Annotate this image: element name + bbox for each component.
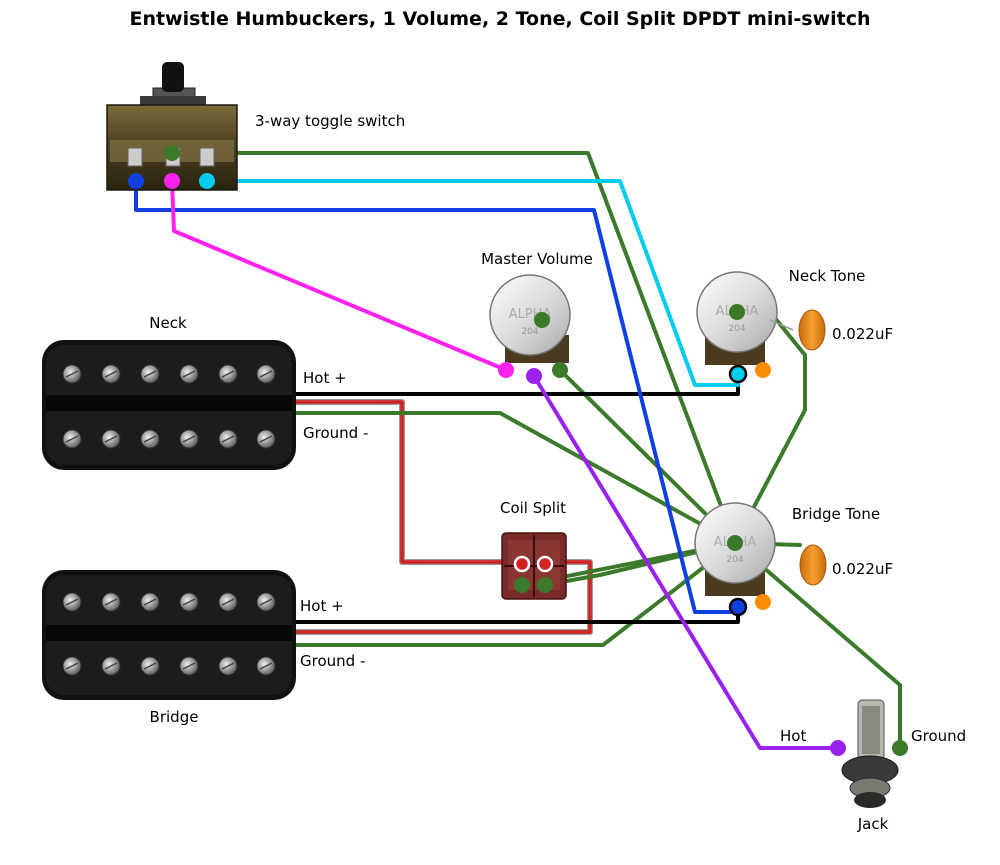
neck-humbucker: [42, 340, 296, 470]
volume-center-dot: [534, 312, 550, 328]
jack-ground-wire: [733, 541, 902, 750]
neck-pole-slot-1-4: [182, 370, 196, 378]
bridge-hot-wire: [294, 605, 740, 624]
split-lug2-dot: [536, 555, 554, 573]
bridge-pole-slot-2-1: [65, 662, 79, 670]
toggle-volume-wire: [170, 179, 508, 372]
neck-pole-slot-1-1: [65, 370, 79, 378]
bridge-pole-slot-1-3: [143, 598, 157, 606]
neck-tone-label: Neck Tone: [789, 267, 866, 285]
neck-tone-lug2-dot: [728, 364, 748, 384]
bridge-humbucker: [42, 570, 296, 700]
coil-split-switch: [501, 532, 567, 600]
neck-ground-label: Ground -: [303, 424, 368, 442]
neck-tone-lug3-dot: [755, 362, 771, 378]
bridge-tone-lug2-dot: [728, 597, 748, 617]
bridge-pickup-label: Bridge: [150, 708, 199, 726]
bridge-tone-lug3-dot: [755, 594, 771, 610]
neck-pole-slot-2-5: [221, 435, 235, 443]
jack-ground-dot: [892, 740, 908, 756]
neck-pole-slot-2-2: [104, 435, 118, 443]
bridge-pole-slot-2-5: [221, 662, 235, 670]
toggle-neck-dot: [199, 173, 215, 189]
bridge-pole-slot-2-3: [143, 662, 157, 670]
bridge-split-wire: [294, 560, 592, 634]
master-volume-pot: ALPHA 204: [489, 274, 571, 363]
bridge-hot-label: Hot +: [300, 597, 344, 615]
bridge-pole-pieces: [62, 592, 276, 676]
bridge-pole-slot-1-4: [182, 598, 196, 606]
volume-pot-value: 204: [521, 327, 538, 337]
output-wire: [532, 374, 840, 750]
jack-hot-dot: [830, 740, 846, 756]
neck-pole-slot-2-3: [143, 435, 157, 443]
bridge-pole-slot-1-6: [259, 598, 273, 606]
bridge-ground-label: Ground -: [300, 652, 365, 670]
output-jack: [841, 699, 899, 808]
bridge-pole-slot-1-1: [65, 598, 79, 606]
neck-tone-center-dot: [729, 304, 745, 320]
neck-pot-value: 204: [728, 324, 745, 334]
bridge-pole-slot-2-6: [259, 662, 273, 670]
toggle-center-dot: [164, 173, 180, 189]
neck-tone-capacitor: [769, 309, 826, 351]
neck-pole-slot-1-6: [259, 370, 273, 378]
neck-cap-label: 0.022uF: [832, 325, 893, 343]
diagram-title: Entwistle Humbuckers, 1 Volume, 2 Tone, …: [129, 8, 870, 30]
neck-pole-slot-2-6: [259, 435, 273, 443]
neck-hot-label: Hot +: [303, 369, 347, 387]
neck-pole-slot-1-3: [143, 370, 157, 378]
toggle-bridge-dot: [128, 173, 144, 189]
toggle-output-wire: [170, 151, 737, 545]
connection-points: [128, 145, 908, 756]
bridge-pole-slot-1-5: [221, 598, 235, 606]
neck-pole-slot-1-2: [104, 370, 118, 378]
jack-label: Jack: [857, 815, 889, 833]
bridge-tone-capacitor: [799, 544, 827, 586]
bridge-cap-label: 0.022uF: [832, 560, 893, 578]
neck-pole-slot-1-5: [221, 370, 235, 378]
coil-split-label: Coil Split: [500, 499, 566, 517]
bridge-pot-value: 204: [726, 555, 743, 565]
bridge-ground-wire: [294, 541, 737, 647]
volume-lug1-dot: [498, 362, 514, 378]
volume-ground-wire: [558, 368, 737, 545]
bridge-pole-slot-1-2: [104, 598, 118, 606]
neck-pole-slot-2-1: [65, 435, 79, 443]
split-lug3-dot: [514, 577, 530, 593]
neck-pole-slot-2-4: [182, 435, 196, 443]
bridge-tone-label: Bridge Tone: [792, 505, 880, 523]
neck-ground-wire: [294, 411, 737, 545]
neck-split-wire: [294, 400, 522, 564]
volume-lug3-dot: [552, 362, 568, 378]
jack-hot-label: Hot: [780, 727, 806, 745]
toggle-common-dot: [164, 145, 180, 161]
toggle-switch: [106, 62, 238, 191]
jack-ground-label: Ground: [911, 727, 966, 745]
toggle-switch-label: 3-way toggle switch: [255, 112, 405, 130]
bridge-pole-slot-2-4: [182, 662, 196, 670]
volume-lug2-dot: [526, 368, 542, 384]
neck-pickup-label: Neck: [149, 314, 187, 332]
neck-pole-pieces: [62, 364, 276, 449]
split-lug1-dot: [513, 555, 531, 573]
master-volume-label: Master Volume: [481, 250, 593, 268]
bridge-tone-center-dot: [727, 535, 743, 551]
split-lug4-dot: [537, 577, 553, 593]
bridge-pole-slot-2-2: [104, 662, 118, 670]
